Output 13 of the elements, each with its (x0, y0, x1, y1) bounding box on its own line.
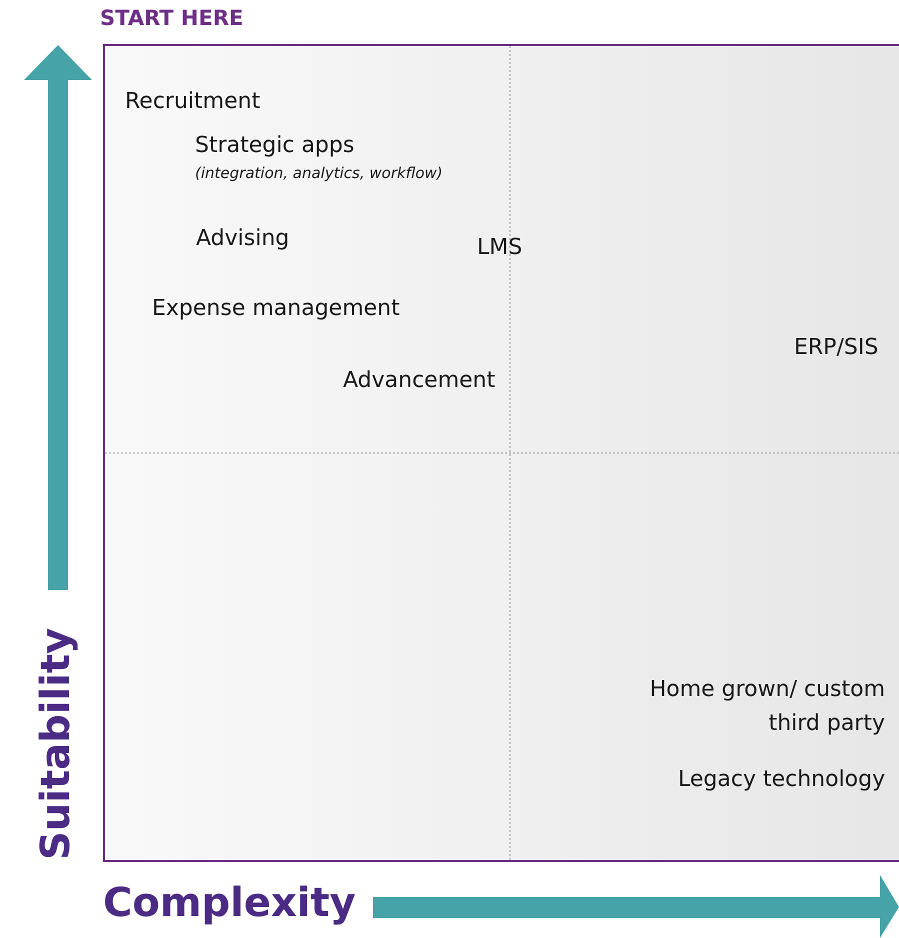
item-label: Legacy technology (678, 767, 886, 792)
item-label: Strategic apps (195, 133, 354, 158)
item-label: Advancement (343, 368, 496, 393)
axis-title: Complexity (103, 880, 356, 926)
axis-title: Suitability (33, 628, 80, 860)
item-note: (integration, analytics, workflow) (195, 164, 443, 182)
item-label: Home grown/ custom third party (648, 676, 885, 738)
item-label: Expense management (152, 296, 400, 321)
item-label: Advising (196, 226, 290, 251)
item-label: ERP/SIS (794, 335, 878, 360)
item-label: Recruitment (125, 89, 260, 114)
item-label: LMS (477, 235, 522, 260)
heading: START HERE (100, 6, 244, 30)
